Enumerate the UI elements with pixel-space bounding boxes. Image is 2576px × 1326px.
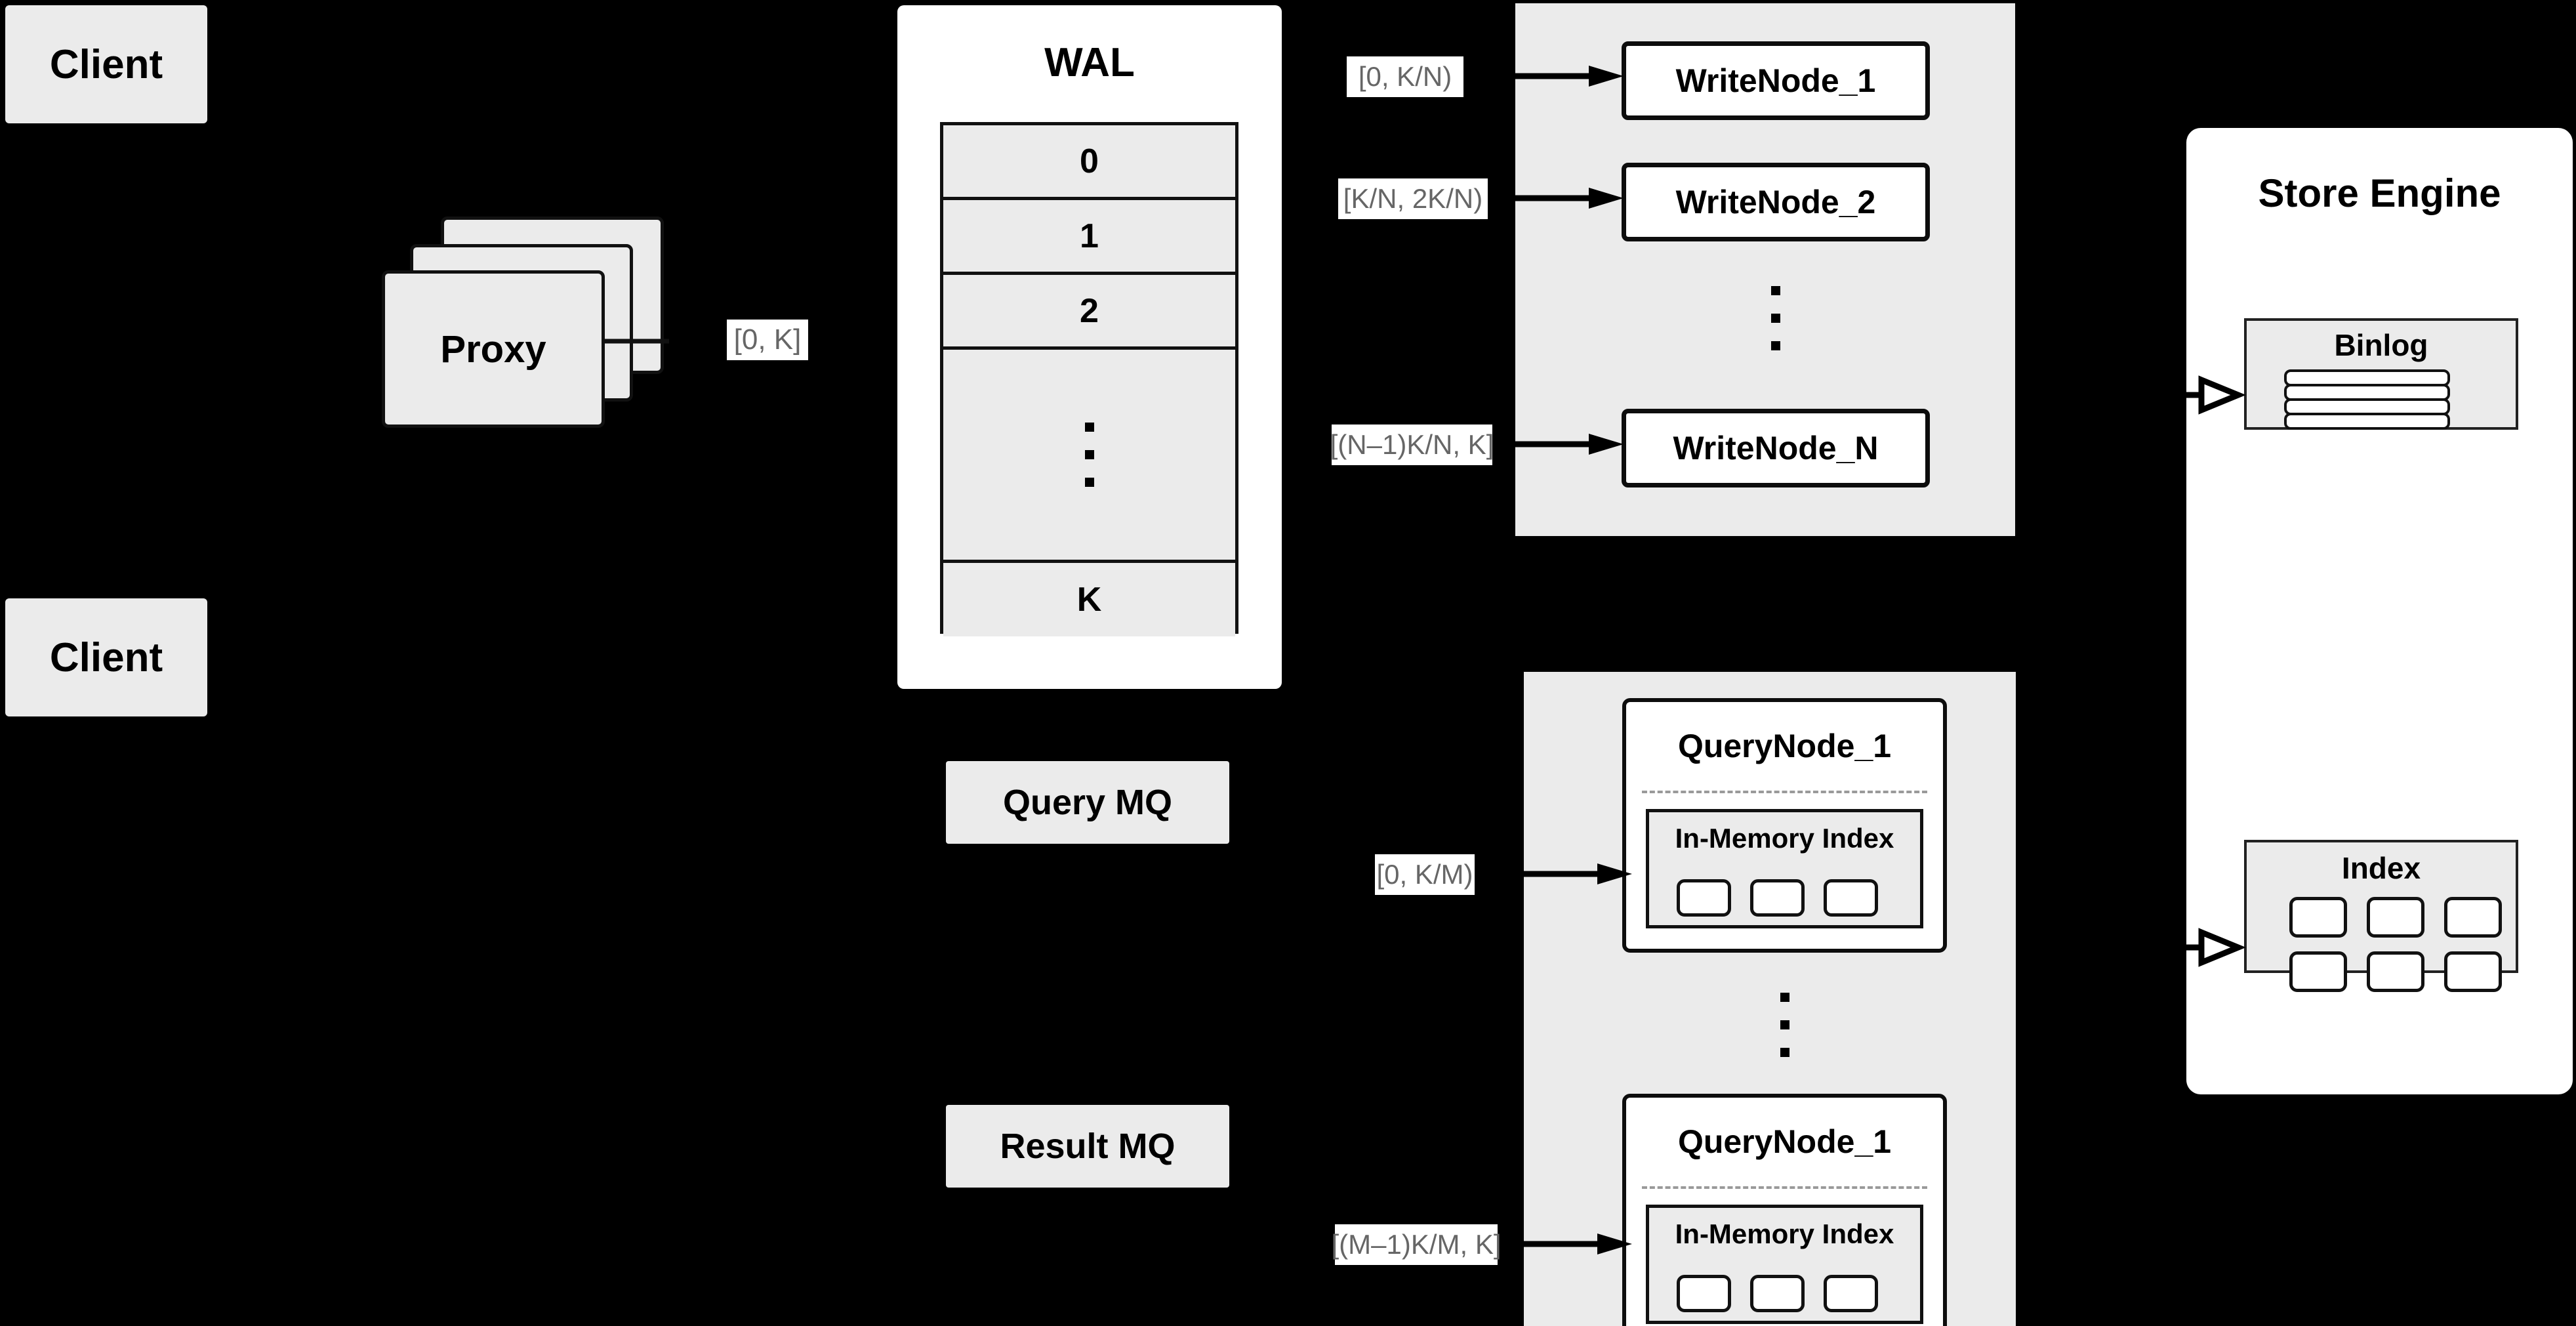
query-node-m-index-cell-1[interactable] (1677, 1275, 1731, 1312)
query-node-1-separator (1642, 791, 1927, 793)
wal-panel: WAL 0 1 2 K (897, 5, 1282, 689)
result-mq-label: Result MQ (1000, 1127, 1176, 1166)
wal-row-label-2: 2 (1080, 291, 1099, 330)
write-node-n-label: WriteNode_N (1673, 430, 1879, 466)
proxy-label: Proxy (440, 327, 546, 371)
query-node-m-label: QueryNode_1 (1677, 1123, 1892, 1160)
query-node-1-index-cell-1[interactable] (1677, 879, 1731, 917)
wal-row-0[interactable]: 0 (943, 125, 1235, 200)
query-node-m-index-cell-2[interactable] (1750, 1275, 1805, 1312)
store-engine-title-text: Store Engine (2258, 171, 2501, 215)
wal-row-1[interactable]: 1 (943, 200, 1235, 275)
wal-row-label-k: K (1076, 581, 1102, 619)
query-node-m-title: QueryNode_1 (1626, 1123, 1943, 1161)
edge-label-proxy-to-wal: [0, K] (727, 320, 808, 360)
edge-label-write-2: [K/N, 2K/N) (1338, 178, 1488, 219)
proxy-to-wal-connector (603, 339, 669, 344)
query-ellipsis-dot-1 (1780, 992, 1789, 1002)
query-mq-box[interactable]: Query MQ (946, 761, 1229, 844)
arrow-to-query-node-m (1406, 1233, 1632, 1254)
store-engine-title: Store Engine (2186, 171, 2573, 216)
store-engine-panel: Store Engine Binlog Index (2186, 128, 2573, 1094)
write-ellipsis-dot-1 (1771, 286, 1780, 295)
proxy-box[interactable]: Proxy (382, 270, 605, 428)
binlog-panel: Binlog (2244, 318, 2518, 430)
query-mq-label: Query MQ (1002, 783, 1173, 822)
index-title: Index (2247, 850, 2516, 886)
wal-row-label-0: 0 (1080, 142, 1099, 180)
write-node-group: WriteNode_1 WriteNode_2 WriteNode_N (1515, 3, 2015, 536)
write-ellipsis-dot-2 (1771, 314, 1780, 323)
arrow-to-write-node-n (1384, 434, 1624, 455)
query-node-m-index-title-text: In-Memory Index (1675, 1218, 1894, 1249)
client-box-1[interactable]: Client (5, 5, 207, 123)
query-node-1-label: QueryNode_1 (1677, 728, 1892, 764)
query-node-ellipsis (1622, 967, 1947, 1082)
write-ellipsis-dot-3 (1771, 341, 1780, 350)
binlog-title-text: Binlog (2334, 328, 2428, 362)
write-node-1[interactable]: WriteNode_1 (1622, 41, 1930, 120)
edge-label-query-1-text: [0, K/M) (1376, 859, 1473, 890)
query-node-1-index-cell-3[interactable] (1824, 879, 1878, 917)
edge-label-write-2-text: [K/N, 2K/N) (1343, 183, 1483, 214)
client-box-2[interactable]: Client (5, 598, 207, 716)
edge-label-proxy-to-wal-text: [0, K] (733, 323, 802, 356)
query-node-m-index-cell-3[interactable] (1824, 1275, 1878, 1312)
query-node-m-index-title: In-Memory Index (1649, 1218, 1920, 1250)
query-node-m-in-memory-index: In-Memory Index (1646, 1205, 1923, 1324)
query-node-1-index-cell-2[interactable] (1750, 879, 1805, 917)
index-cell-3[interactable] (2444, 897, 2502, 938)
index-cell-2[interactable] (2367, 897, 2424, 938)
edge-label-query-1: [0, K/M) (1375, 854, 1475, 895)
wal-table: 0 1 2 K (940, 122, 1238, 636)
edge-label-write-n-text: [(N–1)K/N, K] (1330, 429, 1494, 460)
index-cell-1[interactable] (2289, 897, 2347, 938)
index-panel: Index (2244, 840, 2518, 992)
wal-ellipsis-dot-1 (1084, 423, 1094, 432)
query-node-group: QueryNode_1 In-Memory Index QueryNode_1 (1524, 672, 2016, 1326)
query-node-1-title: QueryNode_1 (1626, 727, 1943, 765)
wal-row-label-1: 1 (1080, 217, 1099, 255)
wal-title-text: WAL (1044, 40, 1135, 85)
wal-title: WAL (897, 39, 1282, 86)
write-node-ellipsis (1622, 266, 1930, 371)
edge-label-query-m-text: [(M–1)K/M, K] (1331, 1229, 1502, 1260)
edge-label-query-m: [(M–1)K/M, K] (1331, 1224, 1502, 1265)
client-label-1: Client (49, 41, 163, 87)
wal-row-ellipsis (943, 350, 1235, 563)
edge-label-write-n: [(N–1)K/N, K] (1330, 425, 1494, 465)
index-cell-4[interactable] (2289, 951, 2347, 992)
query-node-m-separator (1642, 1186, 1927, 1189)
arrow-to-index (2165, 928, 2246, 967)
query-ellipsis-dot-3 (1780, 1047, 1789, 1057)
arrow-to-binlog (2165, 375, 2246, 415)
query-node-1-in-memory-index: In-Memory Index (1646, 809, 1923, 928)
edge-label-write-1: [0, K/N) (1347, 56, 1463, 97)
index-cell-6[interactable] (2444, 951, 2502, 992)
index-title-text: Index (2341, 851, 2421, 885)
wal-row-2[interactable]: 2 (943, 275, 1235, 350)
wal-ellipsis-dot-2 (1084, 450, 1094, 459)
index-cell-5[interactable] (2367, 951, 2424, 992)
arrow-to-query-node-1 (1406, 863, 1632, 884)
write-node-2[interactable]: WriteNode_2 (1622, 163, 1930, 241)
wal-ellipsis-dot-3 (1084, 478, 1094, 487)
write-node-1-label: WriteNode_1 (1675, 62, 1876, 99)
arrow-to-write-node-2 (1384, 188, 1624, 209)
wal-row-k[interactable]: K (943, 563, 1235, 636)
query-ellipsis-dot-2 (1780, 1020, 1789, 1029)
query-node-1-index-title-text: In-Memory Index (1675, 823, 1894, 854)
client-label-2: Client (49, 634, 163, 680)
write-node-n[interactable]: WriteNode_N (1622, 409, 1930, 487)
query-node-m[interactable]: QueryNode_1 In-Memory Index (1622, 1094, 1947, 1326)
result-mq-box[interactable]: Result MQ (946, 1105, 1229, 1188)
query-node-1[interactable]: QueryNode_1 In-Memory Index (1622, 698, 1947, 953)
edge-label-write-1-text: [0, K/N) (1358, 61, 1452, 92)
query-node-1-index-title: In-Memory Index (1649, 823, 1920, 854)
binlog-title: Binlog (2247, 327, 2516, 363)
write-node-2-label: WriteNode_2 (1675, 184, 1876, 220)
binlog-row-4[interactable] (2284, 413, 2450, 430)
arrow-to-write-node-1 (1384, 66, 1624, 87)
